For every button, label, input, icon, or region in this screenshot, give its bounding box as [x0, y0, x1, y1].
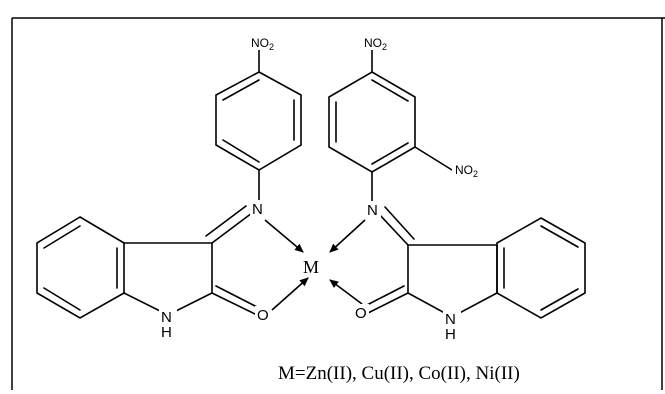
figure-border [11, 17, 665, 390]
amine-hydrogen-label-left: H [161, 324, 172, 341]
left-nitrophenyl-ring [215, 44, 302, 206]
right-dinitrophenyl-ring [328, 44, 453, 206]
nitro-group-label-right-top: NO2 [364, 36, 387, 52]
imine-nitrogen-label-left: N [252, 201, 263, 218]
o-to-metal-arrow-left [271, 277, 309, 311]
n-to-metal-arrow-left [264, 219, 304, 253]
amine-nitrogen-label-right: N [445, 311, 456, 328]
amine-hydrogen-label-right: H [445, 326, 456, 343]
nitro-group-label-ortho: NO2 [455, 163, 478, 179]
metal-legend-caption: M=Zn(II), Cu(II), Co(II), Ni(II) [278, 363, 520, 384]
carbonyl-oxygen-label-right: O [355, 305, 367, 322]
metal-center-label: M [303, 257, 319, 277]
nitro-group-label-left-top: NO2 [251, 36, 274, 52]
left-isatin-unit [36, 205, 260, 319]
right-isatin-unit [364, 206, 586, 319]
amine-nitrogen-label-left: N [161, 309, 172, 326]
coordination-arrows [264, 219, 366, 311]
o-to-metal-arrow-right [329, 279, 363, 305]
carbonyl-oxygen-label-left: O [257, 307, 269, 324]
imine-nitrogen-label-right: N [367, 202, 378, 219]
n-to-metal-arrow-right [329, 219, 366, 253]
